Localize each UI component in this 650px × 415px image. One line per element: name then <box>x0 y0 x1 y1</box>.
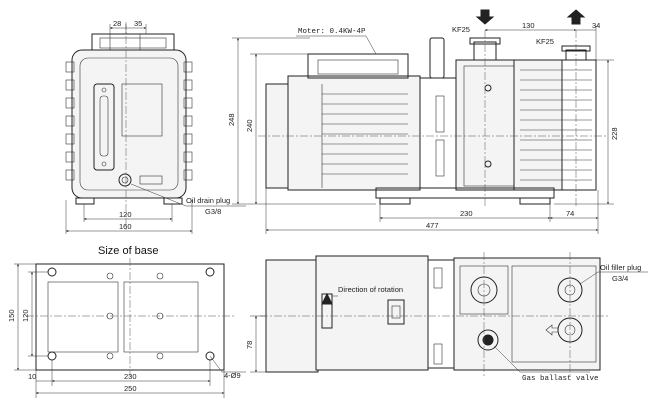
dim-base-230: 230 <box>124 372 137 381</box>
gas-ballast-valve-label: Gas ballast valve <box>522 375 599 383</box>
gas-ballast-valve-icon <box>477 329 499 351</box>
base-view: Size of base 150 120 4-Ø9 <box>7 245 246 398</box>
oil-drain-plug-label: Oil drain plug <box>186 196 230 205</box>
top-view: Direction of rotation Oil filler plug G3… <box>245 252 648 383</box>
dim-front-28: 28 <box>113 19 121 28</box>
top-motor-body <box>315 255 429 371</box>
oil-drain-thread-label: G3/8 <box>205 207 221 216</box>
dim-side-477: 477 <box>426 221 439 230</box>
dim-side-228: 228 <box>610 127 619 140</box>
oil-sight-window <box>93 83 115 171</box>
kf25-outlet-label: KF25 <box>536 37 554 46</box>
oil-filler-thread-label: G3/4 <box>612 274 628 283</box>
dim-base-120: 120 <box>21 309 30 322</box>
hole-spec-label: 4-Ø9 <box>224 371 241 380</box>
carry-handle <box>429 37 445 79</box>
dim-side-240: 240 <box>245 119 254 132</box>
oil-filler-plug-label: Oil filler plug <box>600 263 641 272</box>
base-hole-icon <box>47 351 57 361</box>
base-cutout-left <box>47 281 119 353</box>
side-view: Moter: 0.4KW-4P KF25 <box>227 9 619 234</box>
dim-side-34: 34 <box>592 21 600 30</box>
front-right-fins <box>183 61 193 181</box>
terminal-box-top <box>387 299 405 325</box>
front-view: 28 35 120 160 Oil drain plug G3/8 <box>65 19 246 234</box>
base-hole-icon <box>205 267 215 277</box>
base-hole-icon <box>47 267 57 277</box>
dim-side-74: 74 <box>566 209 574 218</box>
dim-base-150: 150 <box>7 309 16 322</box>
dim-side-230: 230 <box>460 209 473 218</box>
outlet-arrow-icon <box>566 9 586 25</box>
direction-of-rotation-label: Direction of rotation <box>338 285 403 294</box>
exhaust-arrow-icon <box>545 324 559 336</box>
pump-fins <box>520 69 592 181</box>
size-of-base-title: Size of base <box>98 245 159 257</box>
inlet-arrow-icon <box>475 9 495 25</box>
dim-front-35: 35 <box>134 19 142 28</box>
terminal-box <box>307 53 409 79</box>
motor-label: Moter: 0.4KW-4P <box>298 28 366 36</box>
kf25-inlet-label: KF25 <box>452 25 470 34</box>
motor-fins <box>322 93 408 175</box>
dim-side-248: 248 <box>227 113 236 126</box>
dim-front-120: 120 <box>119 210 132 219</box>
dim-side-130: 130 <box>522 21 535 30</box>
dim-base-250: 250 <box>124 384 137 393</box>
base-cutout-right <box>123 281 199 353</box>
dim-top-78: 78 <box>245 341 254 349</box>
side-base-plate <box>375 187 555 199</box>
dim-front-160: 160 <box>119 222 132 231</box>
oil-drain-plug-icon <box>118 173 132 187</box>
rotation-arrow-icon <box>321 292 333 305</box>
motor-body <box>287 75 421 191</box>
front-left-fins <box>65 61 75 181</box>
dim-base-10: 10 <box>28 372 36 381</box>
pump-head <box>455 59 563 191</box>
